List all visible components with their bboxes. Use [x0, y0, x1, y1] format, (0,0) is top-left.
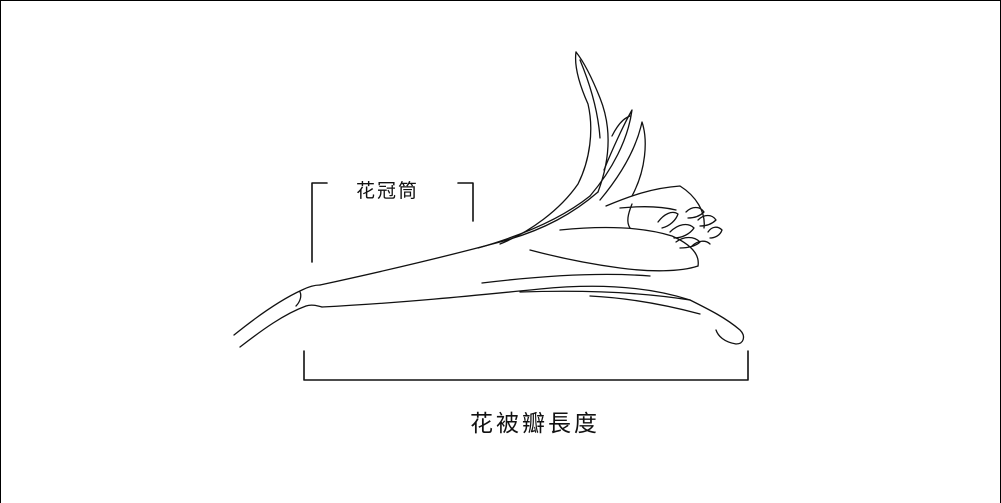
tepal-length-bracket [303, 350, 749, 381]
flower-illustration [233, 51, 745, 348]
corolla-tube-label: 花冠筒 [356, 180, 420, 202]
tepal-length-label: 花被瓣長度 [470, 411, 600, 437]
corolla-tube-bracket [311, 182, 474, 263]
